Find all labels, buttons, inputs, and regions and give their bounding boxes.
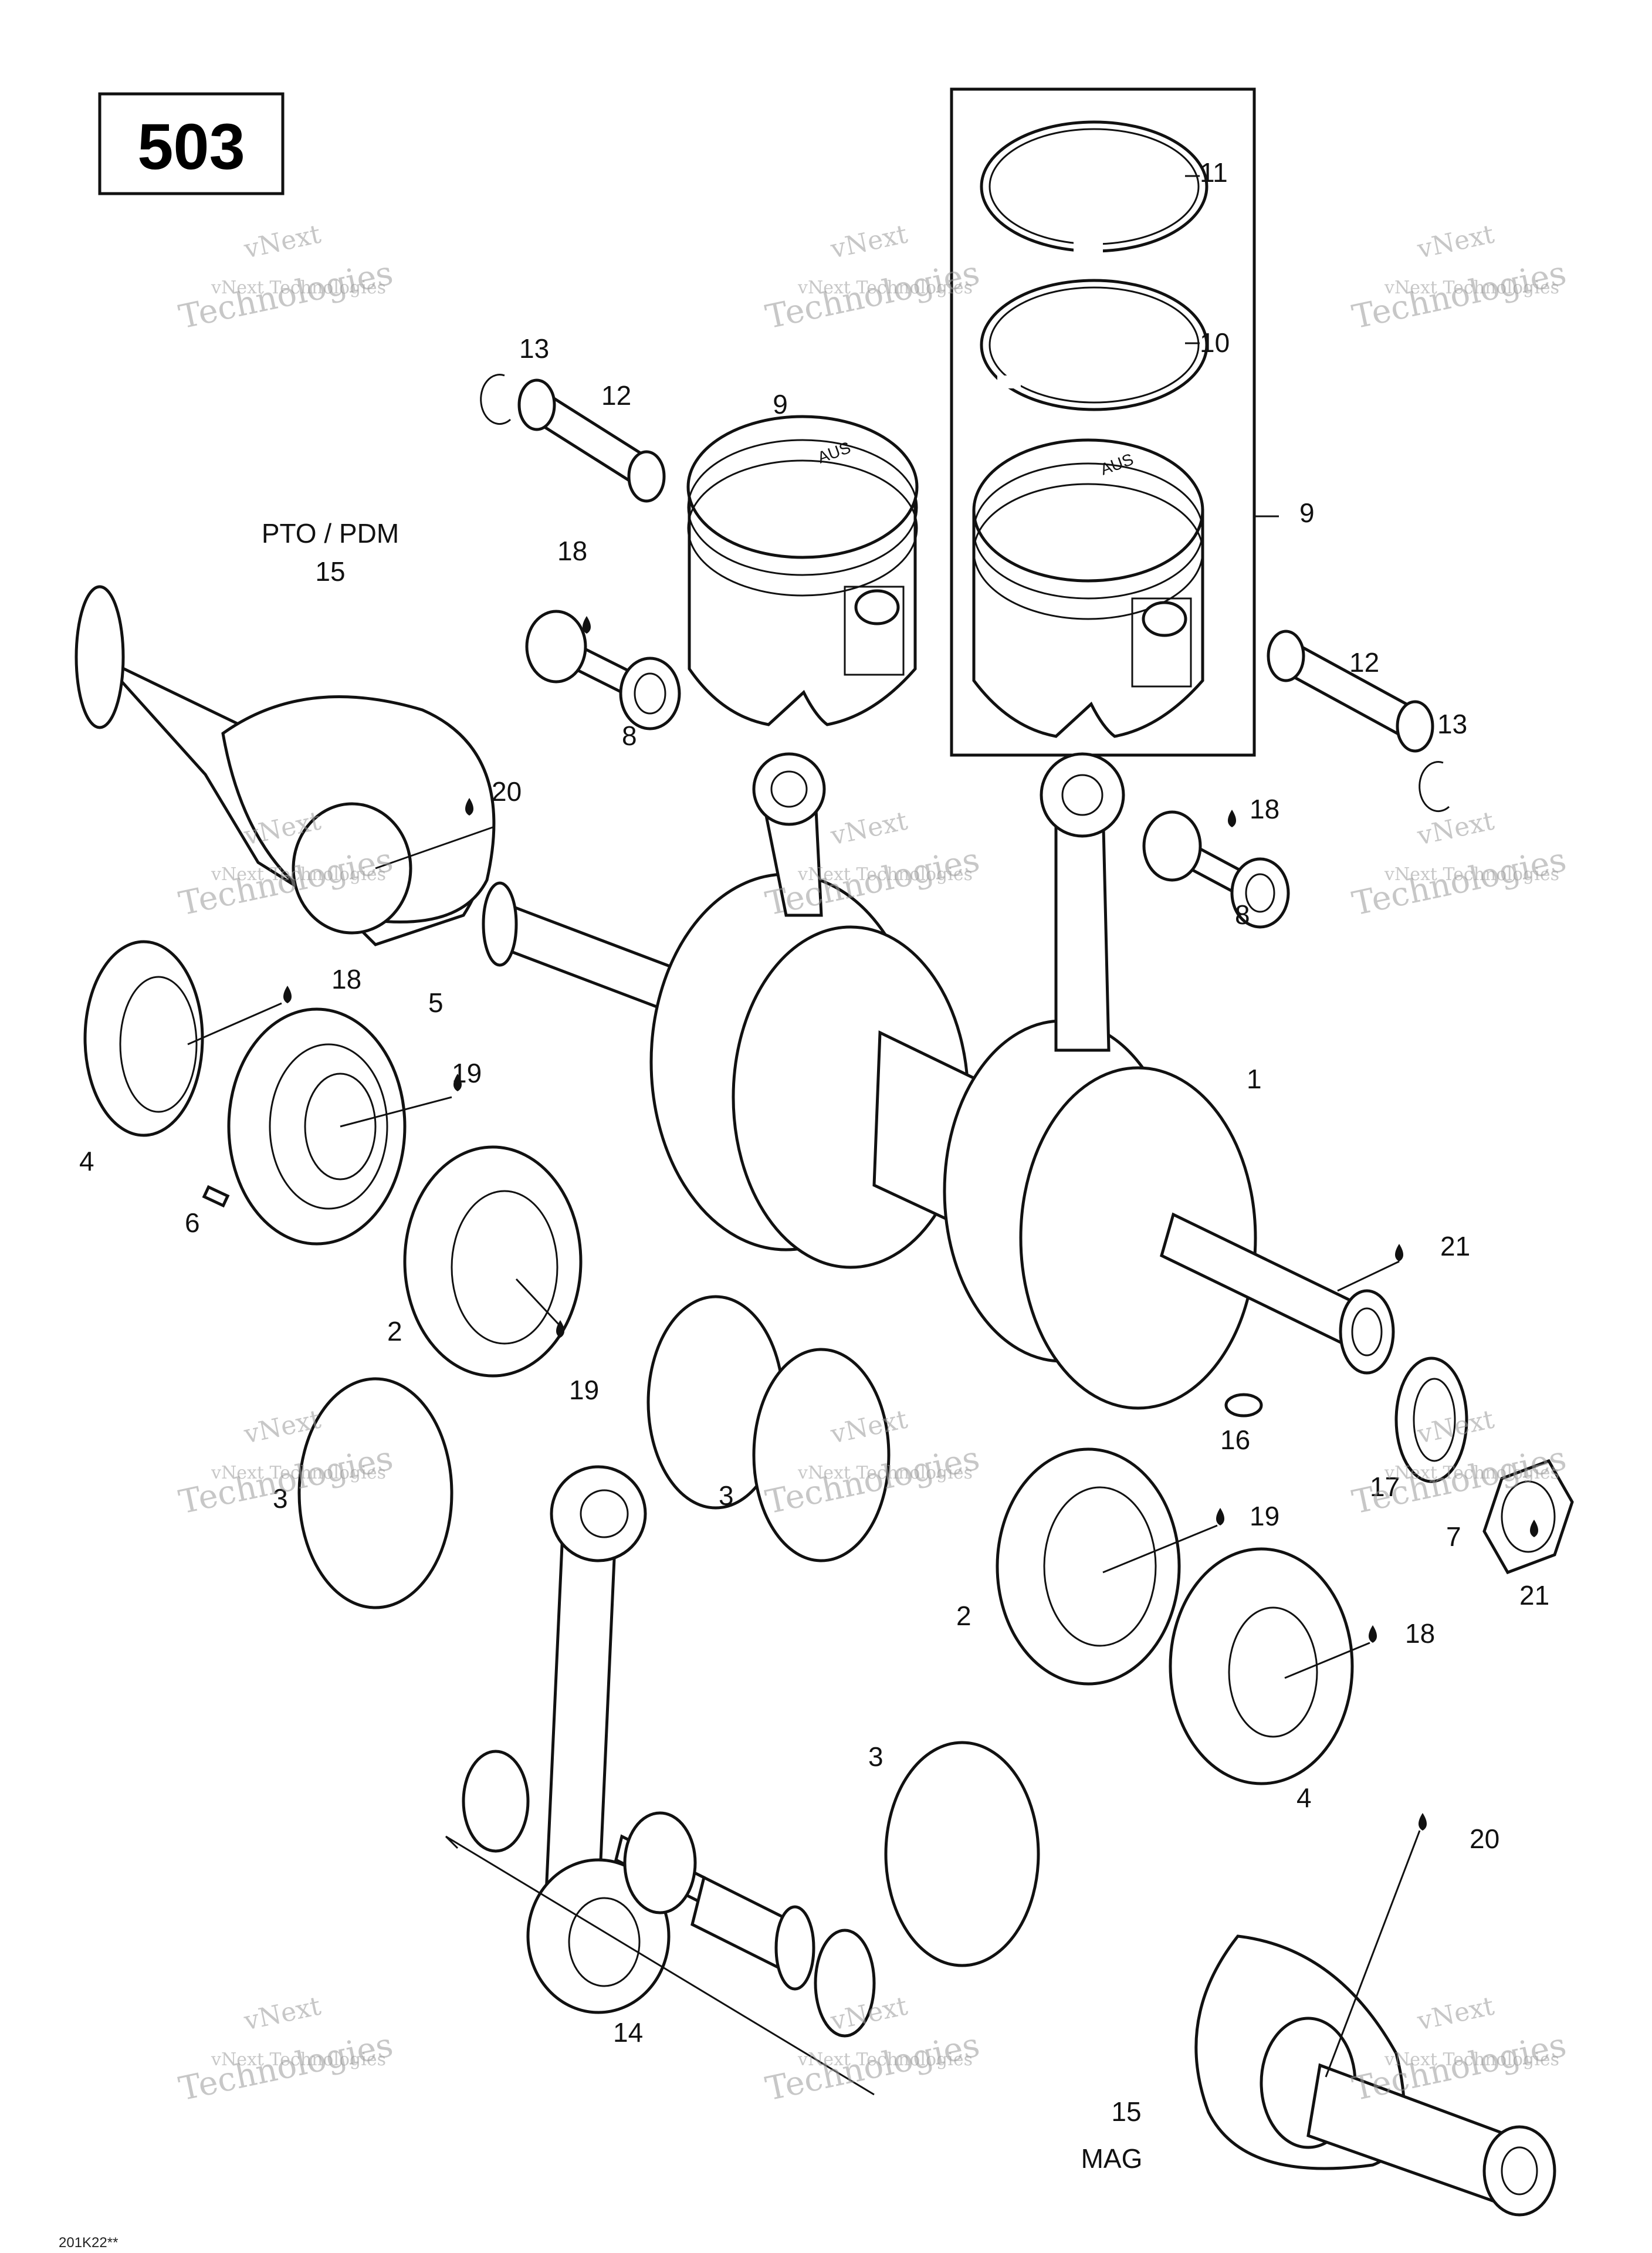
svg-text:vNext Technologies: vNext Technologies — [797, 1463, 973, 1483]
ball-bearing-right — [996, 1447, 1181, 1686]
callout-14: 14 — [613, 2017, 643, 2048]
callout-labels: 11 10 9 9 13 12 18 8 12 13 18 8 15 20 18… — [79, 157, 1549, 2127]
callout-21-upper: 21 — [1440, 1231, 1470, 1261]
connecting-rod-upper-right — [1040, 752, 1125, 1052]
callout-3-center: 3 — [719, 1480, 734, 1511]
side-label-mag: MAG — [1081, 2143, 1143, 2174]
piston-kit-frame — [950, 87, 1256, 757]
svg-text:vNext Technologies: vNext Technologies — [211, 278, 386, 298]
callout-15-pto: 15 — [315, 556, 345, 587]
callout-3-left: 3 — [273, 1483, 288, 1514]
callout-1: 1 — [1247, 1064, 1262, 1094]
wrist-pin-left — [517, 378, 666, 503]
model-number: 503 — [137, 111, 245, 183]
svg-text:vNext Technologies: vNext Technologies — [211, 864, 386, 885]
callout-15-mag: 15 — [1111, 2096, 1141, 2127]
circlip-right — [1419, 761, 1450, 813]
svg-text:vNext Technologies: vNext Technologies — [797, 2049, 973, 2070]
svg-text:vNext: vNext — [1414, 1991, 1497, 2037]
callout-18-lower: 18 — [1405, 1618, 1435, 1649]
footer-code: 201K22** — [59, 2235, 118, 2251]
callout-19-center: 19 — [569, 1375, 599, 1405]
svg-text:vNext Technologies: vNext Technologies — [211, 1463, 386, 1483]
side-label-pto: PTO / PDM — [262, 518, 399, 549]
callout-18-left: 18 — [331, 964, 361, 994]
callout-21-lower: 21 — [1519, 1580, 1549, 1611]
seal-right — [1169, 1547, 1354, 1785]
callout-18-right: 18 — [1250, 794, 1279, 824]
svg-text:vNext: vNext — [1414, 219, 1497, 265]
callout-9-kit: 9 — [1299, 498, 1315, 528]
svg-text:vNext Technologies: vNext Technologies — [797, 864, 973, 885]
callout-4-right: 4 — [1296, 1782, 1312, 1813]
piston-left: AUS — [686, 415, 919, 726]
callout-18-upper: 18 — [557, 536, 587, 566]
crankshaft-assembly — [482, 872, 1395, 1410]
callout-12-right: 12 — [1349, 647, 1379, 678]
svg-text:vNext Technologies: vNext Technologies — [1384, 1463, 1559, 1483]
leader-lines — [187, 175, 1421, 2078]
callout-8-right: 8 — [1235, 899, 1250, 930]
callout-12-left: 12 — [601, 380, 631, 411]
callout-2-right: 2 — [956, 1601, 971, 1631]
svg-text:Technologies: Technologies — [762, 2026, 983, 2109]
needle-bearing-upper — [525, 610, 681, 730]
callout-16: 16 — [1220, 1425, 1250, 1455]
callout-20-pto: 20 — [492, 776, 522, 807]
piston-ring-lower — [980, 279, 1208, 411]
callout-13-right: 13 — [1437, 709, 1467, 739]
seal-left — [83, 940, 204, 1137]
callout-8-upper: 8 — [622, 720, 637, 751]
needle-bearing-right — [1142, 810, 1290, 929]
callout-19-left: 19 — [452, 1058, 482, 1088]
callout-11: 11 — [1200, 157, 1228, 188]
wrist-pin-right — [1267, 630, 1434, 753]
svg-text:vNext: vNext — [241, 1991, 324, 2037]
svg-text:vNext: vNext — [1414, 806, 1497, 851]
svg-text:vNext Technologies: vNext Technologies — [1384, 278, 1559, 298]
svg-text:vNext: vNext — [828, 806, 910, 851]
svg-text:vNext Technologies: vNext Technologies — [1384, 2049, 1559, 2070]
svg-text:vNext Technologies: vNext Technologies — [1384, 864, 1559, 885]
callout-3-lower: 3 — [868, 1741, 883, 1772]
svg-text:vNext: vNext — [241, 219, 324, 265]
callout-4-left: 4 — [79, 1146, 94, 1176]
o-ring-center-2 — [752, 1348, 891, 1562]
nut-7 — [1482, 1459, 1574, 1575]
washer-17 — [1394, 1356, 1468, 1483]
callout-20-mag: 20 — [1470, 1824, 1499, 1854]
crank-half-mag — [1194, 1934, 1556, 2217]
callout-2-left: 2 — [387, 1316, 402, 1347]
o-ring-left — [297, 1377, 453, 1609]
svg-text:Technologies: Technologies — [175, 254, 396, 337]
svg-text:Technologies: Technologies — [1349, 254, 1569, 337]
svg-text:Technologies: Technologies — [762, 254, 983, 337]
callout-17: 17 — [1370, 1471, 1400, 1502]
pin-6 — [202, 1185, 230, 1208]
circlip-left — [480, 374, 512, 425]
svg-text:Technologies: Technologies — [1349, 841, 1569, 923]
callout-6: 6 — [185, 1207, 200, 1238]
callout-5: 5 — [428, 987, 444, 1018]
callout-13-left: 13 — [519, 333, 549, 364]
connecting-rod-assembly-14 — [445, 1465, 876, 2096]
svg-text:vNext Technologies: vNext Technologies — [211, 2049, 386, 2070]
crank-half-pto — [75, 585, 496, 946]
callout-10: 10 — [1200, 327, 1230, 358]
callout-7: 7 — [1446, 1521, 1461, 1552]
callout-19-right: 19 — [1250, 1501, 1279, 1531]
svg-text:vNext: vNext — [828, 219, 910, 265]
key-16 — [1224, 1393, 1263, 1418]
connecting-rod-upper-left — [752, 752, 826, 917]
piston-ring-upper — [980, 120, 1208, 253]
ball-bearing-center-left — [403, 1145, 583, 1378]
svg-text:Technologies: Technologies — [175, 2026, 396, 2109]
svg-text:vNext Technologies: vNext Technologies — [797, 278, 973, 298]
ball-bearing-left — [227, 1007, 407, 1246]
o-ring-lower — [884, 1741, 1040, 1967]
piston-in-kit: AUS — [972, 438, 1204, 738]
callout-9-piston: 9 — [773, 389, 788, 420]
model-number-box: 503 — [98, 92, 285, 195]
